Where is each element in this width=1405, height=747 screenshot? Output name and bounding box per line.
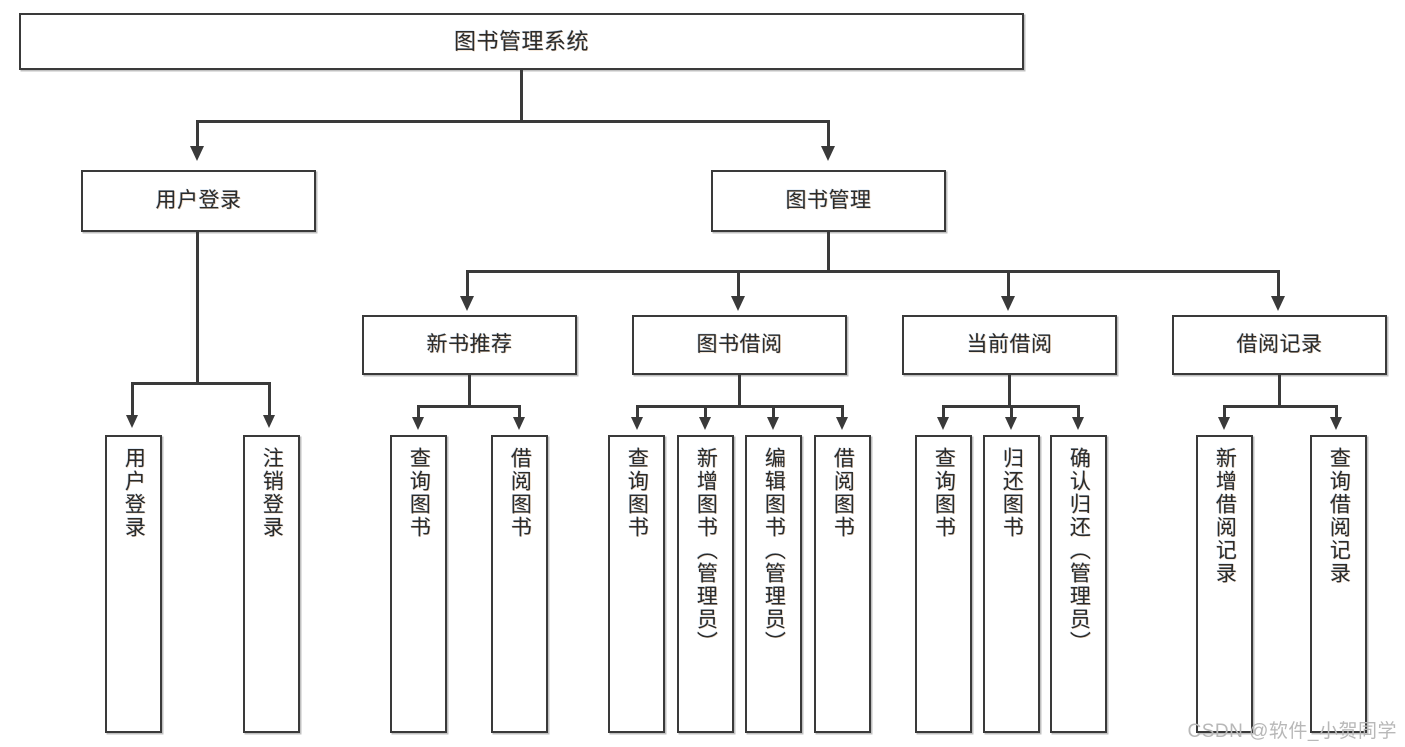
leaf-query-book-newbook[interactable]: 查询图书 <box>390 435 447 733</box>
arrowhead-leaf-query-book-c <box>937 417 949 430</box>
arrowhead-book-manage <box>821 146 835 161</box>
connector-current-borrow-drop-3 <box>1077 405 1080 419</box>
node-label: 编辑图书（管理员） <box>762 447 786 654</box>
arrowhead-new-book <box>460 296 474 311</box>
node-book-borrow[interactable]: 图书借阅 <box>632 315 847 375</box>
arrowhead-borrow-record <box>1271 296 1285 311</box>
node-label: 确认归还（管理员） <box>1067 447 1091 654</box>
arrowhead-leaf-edit-book <box>767 417 779 430</box>
node-root-system[interactable]: 图书管理系统 <box>19 13 1024 70</box>
connector-borrow-record-drop-2 <box>1335 405 1338 419</box>
leaf-user-login[interactable]: 用户登录 <box>105 435 162 733</box>
node-label: 新书推荐 <box>426 332 513 356</box>
connector-current-borrow-drop-1 <box>942 405 945 419</box>
node-label: 图书借阅 <box>696 332 783 356</box>
leaf-borrow-book-newbook[interactable]: 借阅图书 <box>491 435 548 733</box>
leaf-borrow-book[interactable]: 借阅图书 <box>814 435 871 733</box>
connector-level2-bus <box>196 120 830 123</box>
node-label: 归还图书 <box>1000 447 1024 539</box>
node-label: 图书管理系统 <box>453 28 589 54</box>
leaf-query-book-borrow[interactable]: 查询图书 <box>608 435 665 733</box>
node-book-management[interactable]: 图书管理 <box>711 170 946 232</box>
leaf-return-book[interactable]: 归还图书 <box>983 435 1040 733</box>
connector-borrow-record-bus <box>1223 405 1338 408</box>
arrowhead-leaf-add-book <box>699 417 711 430</box>
connector-book-borrow-drop-2 <box>704 405 707 419</box>
node-new-book-recommend[interactable]: 新书推荐 <box>362 315 577 375</box>
arrowhead-user-login <box>190 146 204 161</box>
arrowhead-leaf-user-login <box>126 415 138 428</box>
arrowhead-leaf-return-book <box>1005 417 1017 430</box>
arrowhead-leaf-query-book-b <box>631 417 643 430</box>
connector-new-book-drop-1 <box>417 405 420 419</box>
arrowhead-current-borrow <box>1001 296 1015 311</box>
arrowhead-leaf-query-record <box>1330 417 1342 430</box>
connector-book-manage-stem <box>827 232 830 272</box>
arrowhead-leaf-add-record <box>1218 417 1230 430</box>
node-label: 查询图书 <box>625 447 649 539</box>
leaf-add-borrow-record[interactable]: 新增借阅记录 <box>1196 435 1253 733</box>
arrowhead-leaf-logout <box>263 415 275 428</box>
connector-book-borrow-drop-4 <box>841 405 844 419</box>
connector-borrow-record-drop-1 <box>1223 405 1226 419</box>
leaf-query-book-current[interactable]: 查询图书 <box>915 435 972 733</box>
arrowhead-book-borrow <box>731 296 745 311</box>
node-label: 查询图书 <box>407 447 431 539</box>
node-label: 用户登录 <box>122 447 146 539</box>
node-user-login[interactable]: 用户登录 <box>81 170 316 232</box>
connector-book-borrow-drop-1 <box>636 405 639 419</box>
node-label: 新增借阅记录 <box>1213 447 1237 585</box>
arrowhead-leaf-query-book-a <box>412 417 424 430</box>
connector-user-login-stem <box>196 232 199 384</box>
node-label: 图书管理 <box>785 188 872 212</box>
leaf-edit-book-admin[interactable]: 编辑图书（管理员） <box>745 435 802 733</box>
connector-user-login-drop-1 <box>131 382 134 417</box>
arrowhead-leaf-borrow-book-a <box>513 417 525 430</box>
connector-book-borrow-stem <box>738 375 741 407</box>
connector-borrow-record-stem <box>1278 375 1281 407</box>
node-label: 查询借阅记录 <box>1327 447 1351 585</box>
connector-level3-bus <box>466 270 1280 273</box>
connector-user-login-drop-2 <box>268 382 271 417</box>
connector-to-book-manage <box>827 120 830 148</box>
node-borrow-record[interactable]: 借阅记录 <box>1172 315 1387 375</box>
connector-root-stem <box>520 70 523 122</box>
leaf-confirm-return-admin[interactable]: 确认归还（管理员） <box>1050 435 1107 733</box>
connector-book-borrow-bus <box>636 405 844 408</box>
connector-new-book-drop-2 <box>518 405 521 419</box>
connector-new-book-stem <box>468 375 471 407</box>
connector-user-login-bus <box>131 382 268 385</box>
connector-to-user-login <box>196 120 199 148</box>
node-label: 新增图书（管理员） <box>694 447 718 654</box>
connector-book-borrow-drop-3 <box>772 405 775 419</box>
node-label: 借阅图书 <box>831 447 855 539</box>
node-current-borrow[interactable]: 当前借阅 <box>902 315 1117 375</box>
node-label: 注销登录 <box>260 447 284 539</box>
node-label: 查询图书 <box>932 447 956 539</box>
leaf-logout[interactable]: 注销登录 <box>243 435 300 733</box>
connector-to-new-book <box>466 270 469 298</box>
node-label: 借阅图书 <box>508 447 532 539</box>
arrowhead-leaf-borrow-book-b <box>836 417 848 430</box>
arrowhead-leaf-confirm-return <box>1072 417 1084 430</box>
leaf-add-book-admin[interactable]: 新增图书（管理员） <box>677 435 734 733</box>
connector-current-borrow-drop-2 <box>1010 405 1013 419</box>
connector-to-borrow-record <box>1277 270 1280 298</box>
connector-current-borrow-stem <box>1008 375 1011 407</box>
node-label: 用户登录 <box>155 188 242 212</box>
connector-to-current-borrow <box>1007 270 1010 298</box>
connector-new-book-bus <box>417 405 521 408</box>
node-label: 借阅记录 <box>1236 332 1323 356</box>
leaf-query-borrow-record[interactable]: 查询借阅记录 <box>1310 435 1367 733</box>
connector-to-book-borrow <box>737 270 740 298</box>
node-label: 当前借阅 <box>966 332 1053 356</box>
